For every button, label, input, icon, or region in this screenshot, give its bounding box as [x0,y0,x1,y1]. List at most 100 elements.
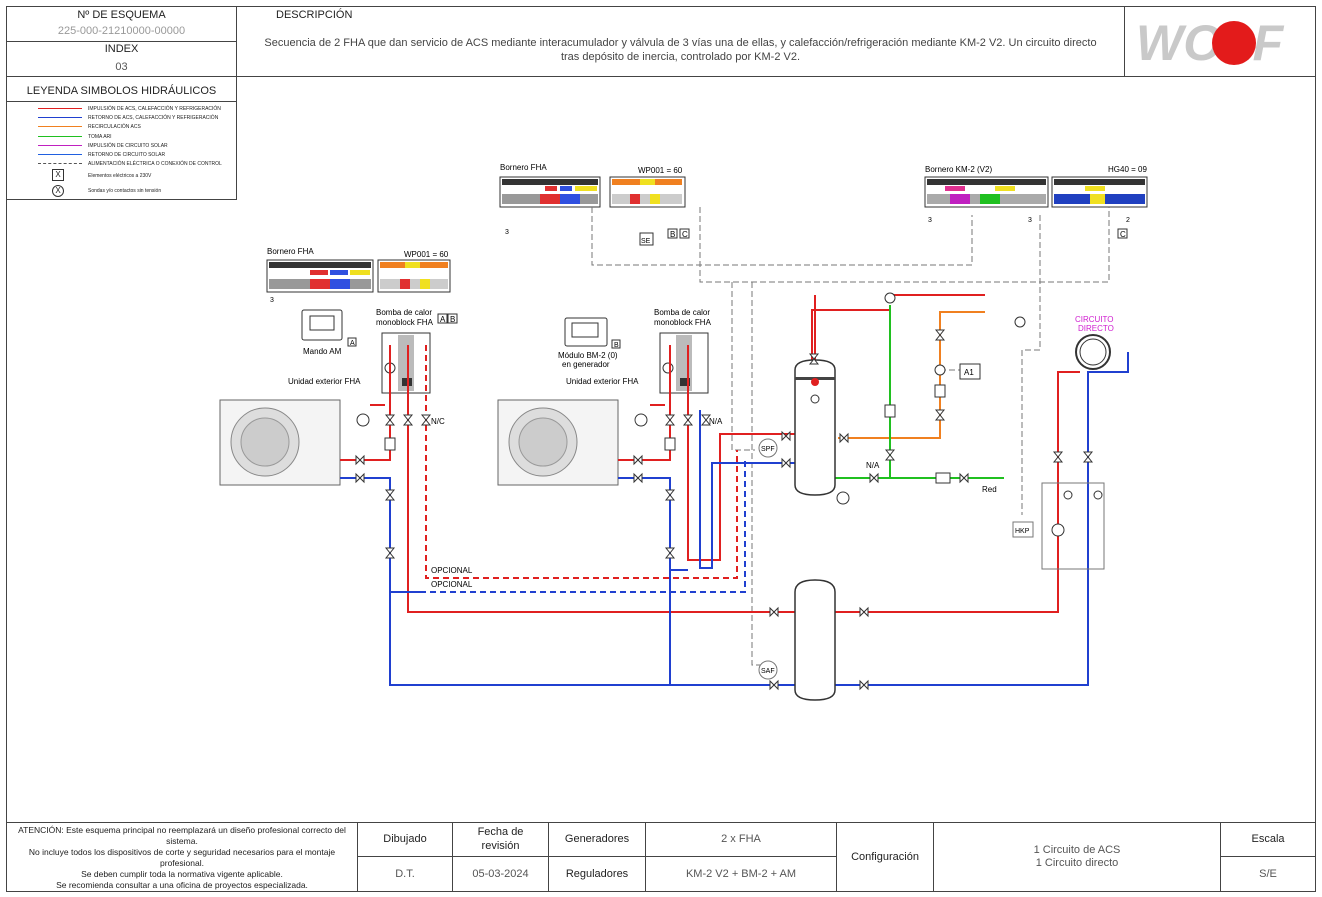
legend-line [38,144,82,146]
legend-title: LEYENDA SIMBOLOS HIDRÁULICOS [26,85,217,97]
num-3-km2: 3 [928,217,932,224]
legend-line [38,108,82,109]
terminal-block-km2 [924,176,1049,208]
tag-a-mando: A [350,340,355,347]
tag-a1: A1 [964,368,974,377]
bomba-calor-right-2: monoblock FHA [654,318,712,327]
warning-line-3: No incluye todos los dispositivos de cor… [28,847,336,857]
configuracion-label: Configuración [851,851,919,863]
escala-value: S/E [1259,868,1277,880]
index-label: INDEX [104,43,139,55]
dhw-tank [794,359,836,496]
terminal-block-wp001-top [609,176,686,208]
tag-b-modulo: B [614,342,619,349]
cold-water-pipes [830,305,1004,479]
saf-sensor [758,660,778,680]
legend-title-cell [6,76,237,102]
escala-value-cell [1220,856,1316,892]
red-label: Red [982,485,997,494]
optional-return-pipe [390,460,746,593]
heat-pump-right [659,332,709,394]
terminal-block-fha-left [266,259,374,293]
wp001-left-label: WP001 = 60 [404,250,449,259]
num-3-top: 3 [505,229,509,236]
modulo-bm2-label-2: en generador [562,360,610,369]
num-3-left: 3 [270,297,274,304]
bomba-calor-left-1: Bomba de calor [376,308,432,317]
spf-sensor [758,438,778,458]
legend-item-label: RECIRCULACIÓN ACS [88,124,141,131]
description-text-2: tras depósito de inercia, controlado por… [560,51,801,63]
fecha-label-2: revisión [481,840,520,852]
bomba-calor-left-2: monoblock FHA [376,318,434,327]
warning-line-2: sistema. [166,836,198,846]
check-valve-green [884,404,896,418]
nc-label: N/C [431,417,445,426]
valves [355,329,1094,691]
opcional-label-1: OPCIONAL [431,566,473,575]
buffer-tank [794,579,836,701]
terminal-block-hg40 [1051,176,1148,208]
bornero-fha-left-label: Bornero FHA [267,247,314,256]
legend-line [38,154,82,155]
logo-cell [1124,6,1316,77]
legend-line [38,135,82,137]
warning-line-6: Se recomienda consultar a una oficina de… [56,880,308,890]
escala-label: Escala [1251,833,1285,845]
tag-se: SE [641,238,651,245]
num-3-km2b: 3 [1028,217,1032,224]
legend-item-label: TOMA ARI [88,133,112,140]
footer-warning: ATENCIÓN: Este esquema principal no reem… [6,825,358,891]
generadores-value: 2 x FHA [721,833,761,845]
dibujado-label: Dibujado [383,833,427,845]
outdoor-unit-right [497,399,619,486]
schema-number-label: Nº DE ESQUEMA [77,9,166,21]
return-pipes [340,352,1129,686]
tag-c-top: C [682,230,688,239]
hg40-label: HG40 = 09 [1108,165,1147,174]
spf-label: SPF [761,446,775,453]
circuito-directo-2: DIRECTO [1078,324,1114,333]
na-label-dhw: N/A [866,461,880,470]
reguladores-value: KM-2 V2 + BM-2 + AM [685,868,797,880]
generadores-label: Generadores [564,833,630,845]
schema-number-value: 225-000-21210000-00000 [57,25,186,37]
expansion-gauge-right [634,413,648,427]
configuracion-value-2: 1 Circuito directo [1035,857,1119,869]
wp001-top-label: WP001 = 60 [638,166,683,175]
check-valve-right [664,437,676,451]
outdoor-unit-left [219,399,341,486]
legend-line [38,117,82,119]
na-label-right: N/A [709,417,723,426]
legend-item-label: RETORNO DE CIRCUITO SOLAR [88,152,166,158]
fecha-value: 05-03-2024 [472,868,529,880]
circuito-directo-1: CIRCUITO [1075,315,1114,324]
shower-icon [1014,316,1026,328]
legend-item-label: ALIMENTACIÓN ELÉCTRICA O CONEXIÓN DE CON… [88,161,222,168]
legend-x-symbol: X [52,169,64,181]
opcional-label-2: OPCIONAL [431,580,473,589]
recirculation-pump [934,364,946,376]
tag-b-top: B [670,230,675,239]
configuracion-value-1: 1 Circuito de ACS [1033,844,1121,856]
description-label: DESCRIPCIÓN [276,9,353,21]
legend-o-symbol: X [52,185,64,197]
description-text-1: Secuencia de 2 FHA que dan servicio de A… [264,37,1097,49]
pump-group-box [1041,482,1105,570]
control-wiring [591,207,1110,666]
check-valve-orange [934,384,946,398]
bornero-fha-top-label: Bornero FHA [500,163,547,172]
modulo-bm2-label-1: Módulo BM-2 (0) [558,351,618,360]
tag-a-left: A [440,315,446,324]
reguladores-label: Reguladores [565,868,629,880]
warning-line-4: profesional. [160,858,204,868]
bornero-km2-label: Bornero KM-2 (V2) [925,165,992,174]
three-way-valve [884,292,896,304]
wolf-logo-text: WOLF [1136,15,1285,70]
dibujado-value: D.T. [395,868,415,880]
index-value: 03 [115,61,128,73]
hkp-box [1012,521,1034,538]
legend-item-label: IMPULSIÓN DE CIRCUITO SOLAR [88,142,168,149]
warning-line-1: ATENCIÓN: Este esquema principal no reem… [18,825,346,835]
